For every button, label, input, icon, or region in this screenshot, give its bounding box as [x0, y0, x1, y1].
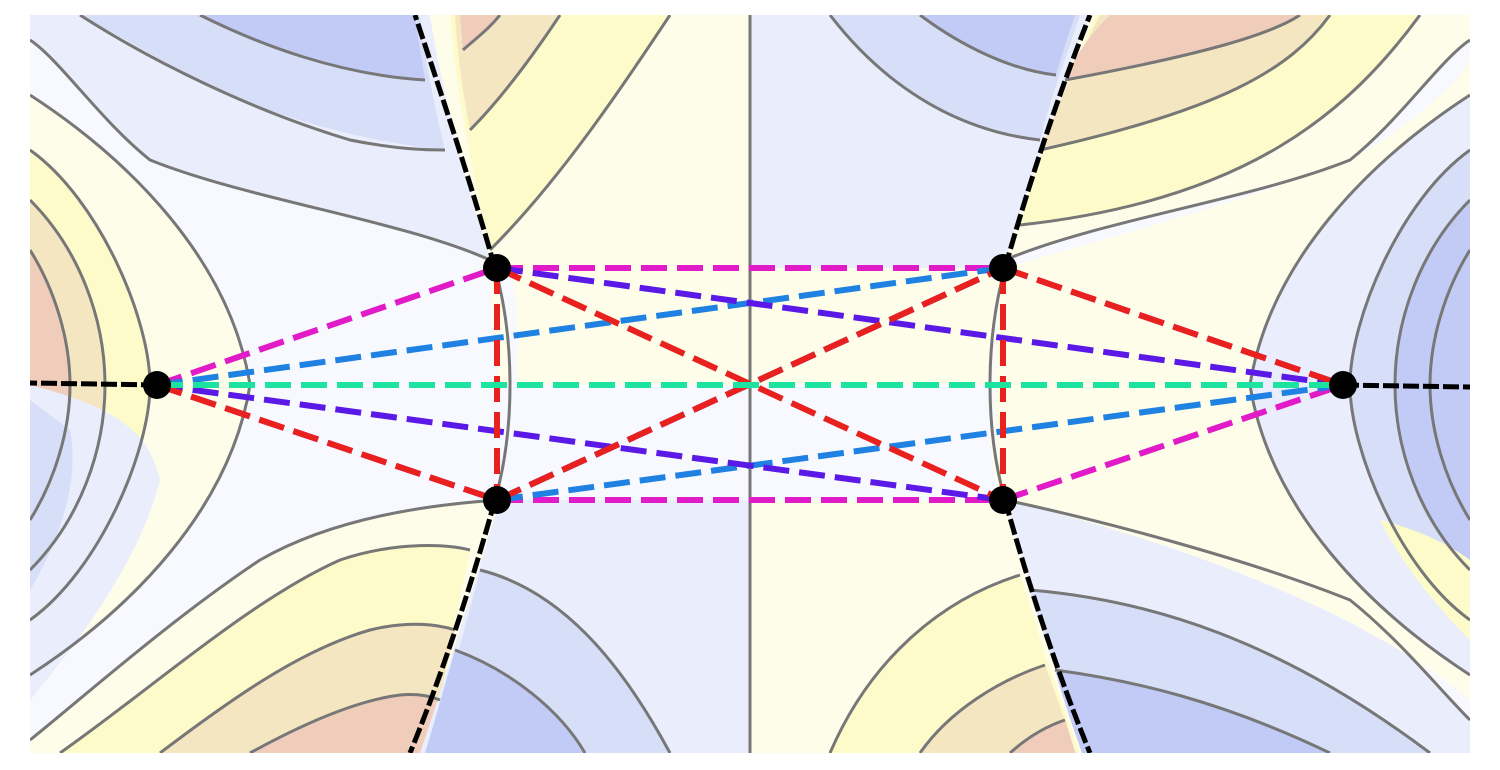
contour-line [30, 38, 491, 262]
contour-band [250, 694, 440, 753]
contour-line [1004, 38, 1470, 262]
branch-point-node [143, 371, 171, 399]
contour-line [1029, 588, 1431, 753]
branch-point-node [1329, 371, 1357, 399]
contour-band [425, 650, 585, 753]
contour-line [1054, 668, 1331, 753]
red-edge-P4-P6 [1002, 265, 1344, 388]
branch-point-nodes [143, 254, 1357, 514]
contour-band [993, 60, 1470, 700]
contour-line [1019, 15, 1422, 227]
branch-cut [1002, 499, 1093, 753]
contour-line [919, 15, 1057, 77]
contour-line [461, 15, 502, 52]
magenta-edge-P1-P2 [156, 265, 498, 388]
magenta-edge-P5-P6 [1002, 382, 1344, 503]
branch-point-node [989, 254, 1017, 282]
red-edge-P3-P4 [495, 265, 1005, 503]
contour-band [1065, 15, 1300, 80]
branch-cuts [30, 15, 1470, 753]
contour-line [199, 15, 426, 82]
contour-line [488, 15, 672, 252]
contour-line [79, 15, 446, 152]
contour-band [200, 15, 425, 80]
branch-point-node [989, 486, 1017, 514]
contour-line [159, 622, 456, 753]
graph-edges [156, 265, 1344, 503]
branch-cut [412, 15, 498, 269]
contour-line [1004, 498, 1470, 722]
branch-cut [1342, 382, 1470, 390]
contour-line [1064, 15, 1301, 82]
contour-line [454, 648, 587, 753]
contour-band [1010, 720, 1075, 753]
contour-line [479, 568, 672, 753]
contour-band [1055, 670, 1330, 753]
contour-line [249, 693, 441, 753]
contour-line [468, 15, 562, 132]
contour-line [30, 498, 501, 742]
red-edge-P1-P3 [156, 382, 498, 503]
contour-band [920, 15, 1075, 75]
contour-band [460, 15, 500, 50]
branch-point-node [483, 486, 511, 514]
contour-lines [30, 15, 1470, 753]
branch-point-node [483, 254, 511, 282]
contour-line [1039, 15, 1332, 152]
contour-band [1380, 520, 1470, 640]
contour-line [1008, 718, 1066, 753]
contour-band [920, 665, 1076, 753]
contour-line [918, 663, 1046, 753]
branch-cut [1002, 15, 1093, 269]
branch-cut [407, 499, 498, 753]
red-edge-P2-P5 [495, 265, 1005, 503]
contour-line [493, 267, 512, 501]
contour-line [59, 544, 471, 753]
contour-band [455, 15, 560, 130]
contour-line [828, 15, 1041, 142]
branch-cut [30, 380, 158, 388]
contour-line [828, 573, 1021, 753]
